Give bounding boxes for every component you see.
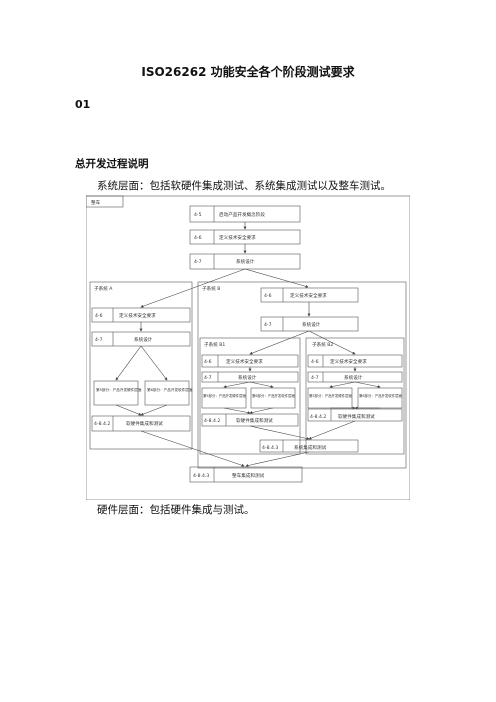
b1-tsr-label: 定义技术安全要求 [226, 358, 263, 365]
subsystem-b2-label: 子系统 B2 [312, 341, 333, 348]
development-process-diagram: 整车 4-5 启动产品开发概念阶段 4-6 定义技术安全要求 4-7 系统设计 … [86, 195, 410, 500]
start-code: 4-5 [194, 212, 202, 218]
subsystem-a-frame [89, 281, 193, 450]
subsystem-b1-frame [199, 337, 301, 455]
a-tsr-label: 定义技术安全要求 [119, 312, 156, 319]
b1-design-label: 系统设计 [238, 374, 257, 381]
b2-integ-code: 4-8.4.2 [310, 414, 326, 420]
vehicle-integ-code: 4-8.4.3 [193, 473, 209, 479]
document-title: ISO26262 功能安全各个阶段测试要求 [141, 65, 355, 79]
vehicle-frame [86, 195, 410, 500]
b1-integ-label: 软硬件集成和测试 [236, 417, 273, 424]
subsystem-b-label: 子系统 B [202, 285, 220, 292]
b-tsr-label: 定义技术安全要求 [290, 292, 327, 299]
start-label: 启动产品开发概念阶段 [219, 211, 265, 218]
b2-tsr-label: 定义技术安全要求 [330, 358, 367, 365]
b2-design-label: 系统设计 [344, 374, 363, 381]
b-design-code: 4-7 [264, 322, 272, 328]
b1-tsr-code: 4-6 [204, 359, 212, 365]
system-level-paragraph: 系统层面：包括软硬件集成测试、系统集成测试以及整车测试。 [97, 180, 391, 192]
a-sw-label: 第6部分：产品开发软件层面 [147, 387, 193, 392]
b-tsr-code: 4-6 [264, 293, 272, 299]
b2-integ-label: 软硬件集成和测试 [338, 413, 375, 420]
b1-hw-label: 第5部分：产品开发硬件层面 [203, 393, 246, 398]
sysdesign-label: 系统设计 [236, 258, 255, 265]
vehicle-integ-label: 整车集成和测试 [232, 472, 265, 479]
b2-tsr-code: 4-6 [311, 359, 319, 365]
section-number: 01 [75, 98, 91, 111]
vehicle-tab [86, 195, 124, 208]
hardware-level-paragraph: 硬件层面：包括硬件集成与测试。 [97, 504, 255, 516]
subsystem-b2-frame [305, 337, 405, 455]
b-integ-code: 4-8.4.3 [262, 445, 278, 451]
vehicle-label: 整车 [91, 199, 101, 206]
b1-integ-code: 4-8.4.2 [204, 418, 220, 424]
a-tsr-code: 4-6 [95, 313, 103, 319]
a-design-label: 系统设计 [134, 336, 153, 343]
a-integ-label: 软硬件集成和测试 [126, 420, 163, 427]
a-design-code: 4-7 [95, 337, 103, 343]
sysdesign-code: 4-7 [194, 259, 202, 265]
tsr-label: 定义技术安全要求 [219, 234, 256, 241]
b-integ-label: 系统集成和测试 [294, 444, 327, 451]
b2-design-code: 4-7 [311, 375, 319, 381]
subsystem-b1-label: 子系统 B1 [204, 341, 225, 348]
section-heading: 总开发过程说明 [75, 158, 149, 170]
a-integ-code: 4-8.4.2 [94, 421, 110, 427]
b2-hw-label: 第5部分：产品开发硬件层面 [309, 393, 352, 398]
b1-sw-label: 第6部分：产品开发软件层面 [252, 393, 295, 398]
tsr-code: 4-6 [194, 235, 202, 241]
b-design-label: 系统设计 [302, 321, 321, 328]
subsystem-a-label: 子系统 A [94, 285, 113, 292]
b1-design-code: 4-7 [204, 375, 212, 381]
b2-sw-label: 第6部分：产品开发软件层面 [359, 393, 402, 398]
a-hw-label: 第5部分：产品开发硬件层面 [96, 387, 142, 392]
